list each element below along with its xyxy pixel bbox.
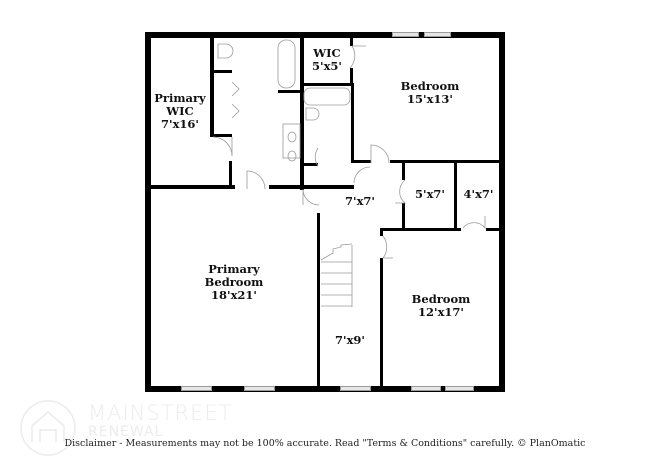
room-name-line: Primary: [208, 262, 260, 276]
wall-bedroom2-left: [380, 258, 383, 388]
watermark-line-1: MAINSTREET: [88, 401, 233, 425]
room-label-closet-4x7: 4'x7': [457, 188, 500, 201]
wall-closets-bottom-right: [486, 228, 500, 231]
wall-mid-horizontal-center: [269, 185, 354, 189]
wall-mid-horizontal-left: [145, 185, 235, 189]
wall-wic-small-bottom2: [300, 83, 353, 86]
room-label-hall-7x9: 7'x9': [320, 334, 380, 347]
wall-closet-left-lower: [210, 100, 214, 137]
room-label-wic: WIC 5'x5': [304, 47, 350, 73]
disclaimer-text: Disclaimer - Measurements may not be 100…: [64, 438, 586, 449]
room-size: 15'x13': [407, 92, 453, 106]
room-label-bedroom-1: Bedroom 15'x13': [360, 80, 500, 106]
wall-wic-small-left: [300, 38, 304, 190]
wall-closet5x7-left-lower: [402, 203, 405, 230]
wall-small-bath-bottom: [300, 163, 318, 166]
window-bottom-3: [340, 386, 371, 391]
room-name-line: Bedroom: [400, 79, 460, 93]
wall-closet5x7-left: [402, 160, 405, 180]
wall-closet-top: [210, 70, 232, 73]
exterior-wall-left: [145, 32, 151, 392]
wall-wic-small-bottom: [278, 90, 304, 93]
window-bottom-2: [244, 386, 275, 391]
exterior-wall-right: [499, 32, 505, 392]
exterior-wall-top: [145, 32, 505, 38]
wall-closets-bottom-left: [380, 228, 461, 231]
room-size: 12'x17': [418, 305, 464, 319]
exterior-wall-bottom: [145, 386, 505, 392]
room-name-line: WIC: [313, 46, 341, 60]
room-label-primary-bedroom: Primary Bedroom 18'x21': [151, 263, 317, 302]
room-size: 7'x9': [335, 333, 365, 347]
watermark-line-2: RENEWAL: [88, 424, 164, 440]
room-size: 5'x7': [415, 187, 445, 201]
window-bottom-4: [411, 386, 441, 391]
wall-closet-divider: [454, 160, 457, 230]
wall-closet-bottom: [210, 134, 232, 137]
room-label-bedroom-2: Bedroom 12'x17': [383, 293, 499, 319]
wall-wic-small-right: [350, 38, 353, 46]
room-size: 7'x16': [161, 117, 199, 131]
wall-bedroom2-left-upper: [380, 228, 383, 236]
wall-stair-left: [317, 213, 320, 389]
window-bottom-5: [445, 386, 474, 391]
wall-wic-right: [210, 38, 214, 108]
window-bottom-1: [181, 386, 212, 391]
room-name-line: Primary: [154, 91, 206, 105]
window-top-2: [424, 32, 451, 37]
wall-wic-small-right-lower: [350, 68, 353, 86]
wall-bedroom1-left: [351, 83, 354, 163]
room-size: 7'x7': [345, 194, 375, 208]
wall-bedroom1-bottom-left: [351, 160, 371, 163]
window-top-1: [392, 32, 419, 37]
room-label-primary-wic: Primary WIC 7'x16': [145, 92, 215, 131]
wall-bath-lower-stub: [229, 161, 232, 189]
room-name-line: Bedroom: [411, 292, 471, 306]
wall-bedroom1-bottom-right: [390, 160, 500, 163]
room-name-line: Bedroom: [204, 275, 264, 289]
room-size: 18'x21': [211, 288, 257, 302]
mainstreet-logo-icon: [20, 400, 76, 456]
room-name-line: WIC: [166, 104, 194, 118]
room-label-hall-7x7: 7'x7': [340, 195, 380, 208]
room-size: 5'x5': [312, 59, 342, 73]
room-label-closet-5x7: 5'x7': [405, 188, 455, 201]
room-size: 4'x7': [463, 187, 494, 201]
